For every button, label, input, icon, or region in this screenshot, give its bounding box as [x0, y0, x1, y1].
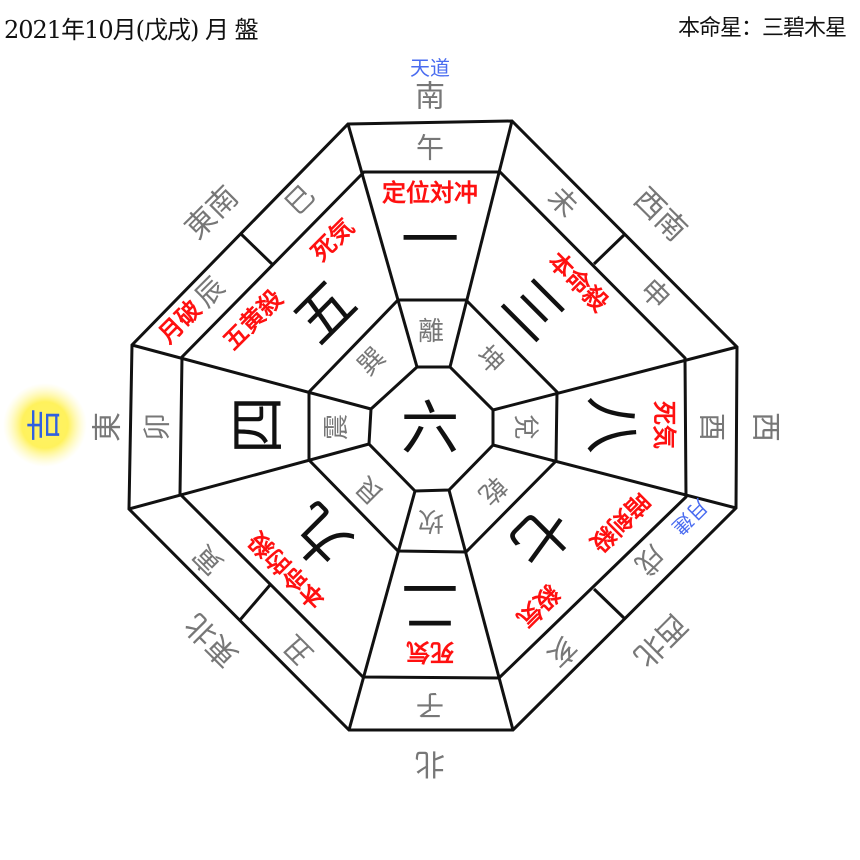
label-sakki: 殺気 [511, 579, 565, 633]
trigram-northeast: 艮 [350, 470, 390, 510]
trigram-north: 坎 [418, 505, 444, 535]
tendo-label: 天道 [410, 56, 450, 80]
direction-north: 北 [415, 746, 445, 781]
trigram-east: 震 [322, 414, 352, 440]
trigram-southeast: 巽 [352, 342, 392, 382]
branch-mao: 卯 [141, 413, 174, 441]
trigram-northwest: 乾 [472, 470, 512, 510]
direction-east: 東 [91, 412, 126, 442]
sector-dividers [128, 120, 738, 731]
direction-west: 西 [748, 412, 783, 442]
star-east: 四 [224, 396, 292, 454]
branch-zi: 子 [416, 689, 444, 722]
star-center: 六 [401, 394, 459, 462]
label-shiki-north: 死気 [406, 638, 454, 666]
trigram-southwest: 坤 [470, 340, 510, 380]
branch-you: 酉 [696, 413, 729, 441]
label-shiki-west: 死気 [650, 401, 678, 449]
trigram-south: 離 [418, 317, 444, 347]
chart-title: 2021年10月(戊戌) 月 盤 [4, 16, 259, 44]
honmei-star-label: 本命星：三碧木星 [677, 16, 847, 41]
kichi-glow [3, 383, 87, 467]
branch-si: 巳 [278, 178, 321, 221]
trigram-west: 兌 [510, 414, 540, 440]
star-north: 二 [401, 571, 459, 639]
label-teii-taichu: 定位対冲 [382, 179, 478, 207]
direction-northwest: 西北 [626, 606, 693, 673]
direction-southeast: 東南 [178, 179, 245, 246]
branch-wu: 午 [416, 132, 444, 165]
kichi-label: 吉 [25, 408, 65, 442]
star-northwest: 七 [495, 490, 584, 579]
direction-south: 南 [415, 80, 445, 115]
star-south: 一 [401, 206, 459, 274]
star-west: 八 [578, 396, 646, 454]
direction-southwest: 西南 [626, 181, 693, 248]
